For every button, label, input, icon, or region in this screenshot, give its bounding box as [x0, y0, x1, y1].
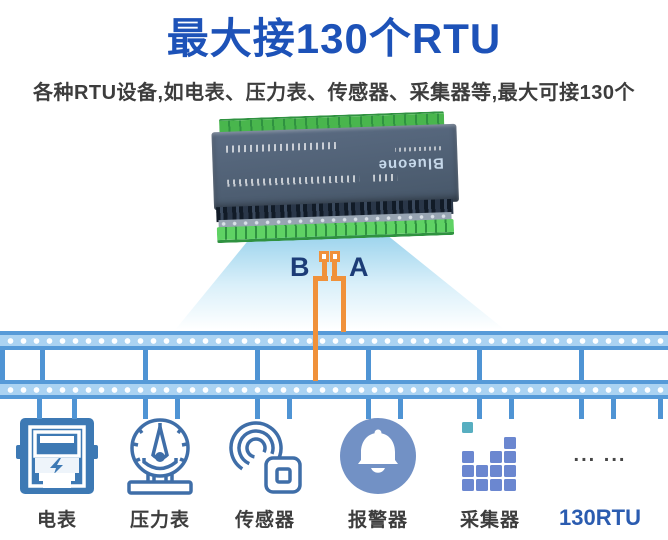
wire-label-b: B: [290, 252, 310, 282]
bus-tap-line: [143, 350, 148, 380]
bus-bar-a: [0, 331, 668, 350]
bus-tap-line: [37, 399, 42, 419]
bus-tap-line: [287, 399, 292, 419]
bus-tap-line: [477, 350, 482, 380]
alarm-bell-icon: [333, 414, 423, 496]
bus-tap-line: [0, 350, 5, 380]
pressure-gauge-icon: [115, 414, 205, 496]
item-sensor: 传感器: [220, 414, 310, 534]
item-alarm: 报警器: [333, 414, 423, 534]
bus-tap-line: [72, 399, 77, 419]
bus-tap-line: [579, 399, 584, 419]
wire-b-bend: [313, 276, 328, 281]
wire-b: [313, 276, 318, 381]
item-label: 采集器: [459, 510, 520, 531]
bus-tap-line: [366, 399, 371, 419]
wire-a-bend: [331, 276, 346, 281]
bus-tap-line: [366, 350, 371, 380]
bus-tap-line: [255, 399, 260, 419]
wire-b-terminal-tip: [319, 251, 329, 262]
item-label: 压力表: [129, 510, 190, 531]
page-subtitle: 各种RTU设备,如电表、压力表、传感器、采集器等,最大可接130个: [32, 82, 636, 104]
bus-tap-line: [477, 399, 482, 419]
electric-meter-icon: [12, 414, 102, 496]
bus-tap-line: [255, 350, 260, 380]
wire-b-prong: [322, 258, 327, 281]
item-pressure-gauge: 压力表: [115, 414, 205, 534]
ellipsis-more-icon: ... ...: [548, 414, 652, 496]
item-label: 传感器: [234, 510, 295, 531]
bus-bar-b: [0, 380, 668, 399]
bus-tap-line: [579, 350, 584, 380]
wire-a: [341, 276, 346, 332]
item-more-rtu: ... ... 130RTU: [548, 414, 652, 534]
wire-a-prong: [332, 258, 337, 281]
bus-tap-line: [611, 399, 616, 419]
sensor-icon: [220, 414, 310, 496]
page-title: 最大接130个RTU: [166, 15, 502, 62]
bus-tap-line: [40, 350, 45, 380]
more-dots: ... ...: [573, 444, 627, 466]
bus-tap-line: [398, 399, 403, 419]
item-label: 报警器: [347, 510, 408, 531]
item-electric-meter: 电表: [12, 414, 102, 534]
bus-tap-line: [509, 399, 514, 419]
rtu-count-label: 130RTU: [559, 505, 641, 530]
wire-label-a: A: [349, 252, 369, 282]
wire-a-terminal-tip: [330, 251, 340, 262]
bus-tap-line: [175, 399, 180, 419]
item-collector: 采集器: [445, 414, 535, 534]
collector-blocks-icon: [445, 414, 535, 496]
bus-tap-line: [143, 399, 148, 419]
item-label: 电表: [36, 510, 77, 531]
bus-tap-line: [658, 399, 663, 419]
